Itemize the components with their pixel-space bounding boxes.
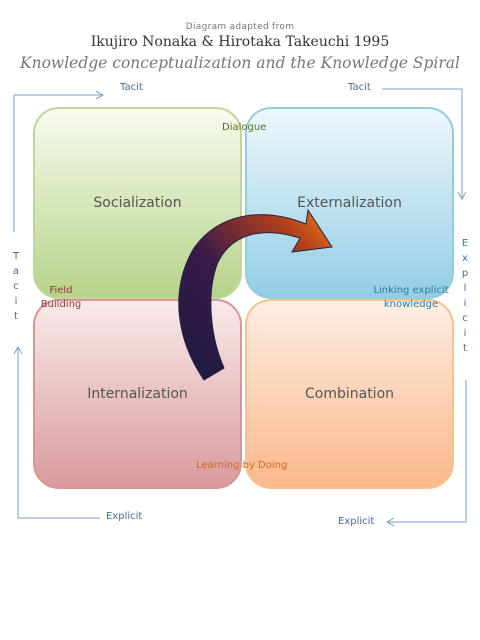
vertical-letter: i bbox=[463, 328, 467, 339]
cycle-arrow-bottom-right bbox=[388, 380, 467, 522]
label-linking-explicit-knowledge: Linking explicit knowledge bbox=[373, 285, 449, 310]
quadrant-externalization: Externalization bbox=[245, 107, 454, 299]
vertical-letter: i bbox=[463, 298, 467, 309]
vertical-letter: l bbox=[463, 283, 467, 294]
axis-label-explicit-bottom-right: Explicit bbox=[338, 516, 375, 527]
quadrant-label: Combination bbox=[304, 386, 395, 402]
vertical-letter: i bbox=[14, 296, 18, 307]
vertical-letter: x bbox=[462, 253, 468, 264]
header-authors: Ikujiro Nonaka & Hirotaka Takeuchi 1995 bbox=[90, 34, 390, 50]
label-field-building: Field Building bbox=[40, 285, 82, 310]
vertical-letter: t bbox=[463, 343, 467, 354]
axis-label-explicit-bottom-left: Explicit bbox=[106, 511, 143, 522]
vertical-letter: E bbox=[461, 238, 469, 249]
vertical-letter: t bbox=[14, 311, 18, 322]
diagram-title: Knowledge conceptualization and the Know… bbox=[20, 54, 460, 72]
label-dialogue: Dialogue bbox=[222, 122, 267, 133]
header-adapted: Diagram adapted from bbox=[185, 22, 295, 32]
quadrant-label: Externalization bbox=[297, 195, 402, 211]
vertical-letter: a bbox=[12, 266, 20, 277]
quadrant-label: Internalization bbox=[87, 386, 188, 402]
spiral-arrow bbox=[178, 208, 333, 381]
axis-label-tacit-top-left: Tacit bbox=[120, 82, 143, 93]
vertical-letter: c bbox=[462, 313, 468, 324]
label-learning-by-doing: Learning by Doing bbox=[196, 460, 288, 471]
quadrant-label: Socialization bbox=[93, 195, 182, 211]
cycle-arrow-top-left bbox=[13, 95, 102, 232]
vertical-letter: p bbox=[461, 268, 469, 279]
cycle-arrow-bottom-left bbox=[18, 348, 100, 519]
vertical-letter: c bbox=[13, 281, 19, 292]
vertical-letter: T bbox=[12, 251, 20, 262]
axis-label-tacit-top-right: Tacit bbox=[348, 82, 371, 93]
quadrant-combination: Combination bbox=[245, 299, 454, 489]
cycle-arrow-top-right bbox=[382, 88, 462, 198]
